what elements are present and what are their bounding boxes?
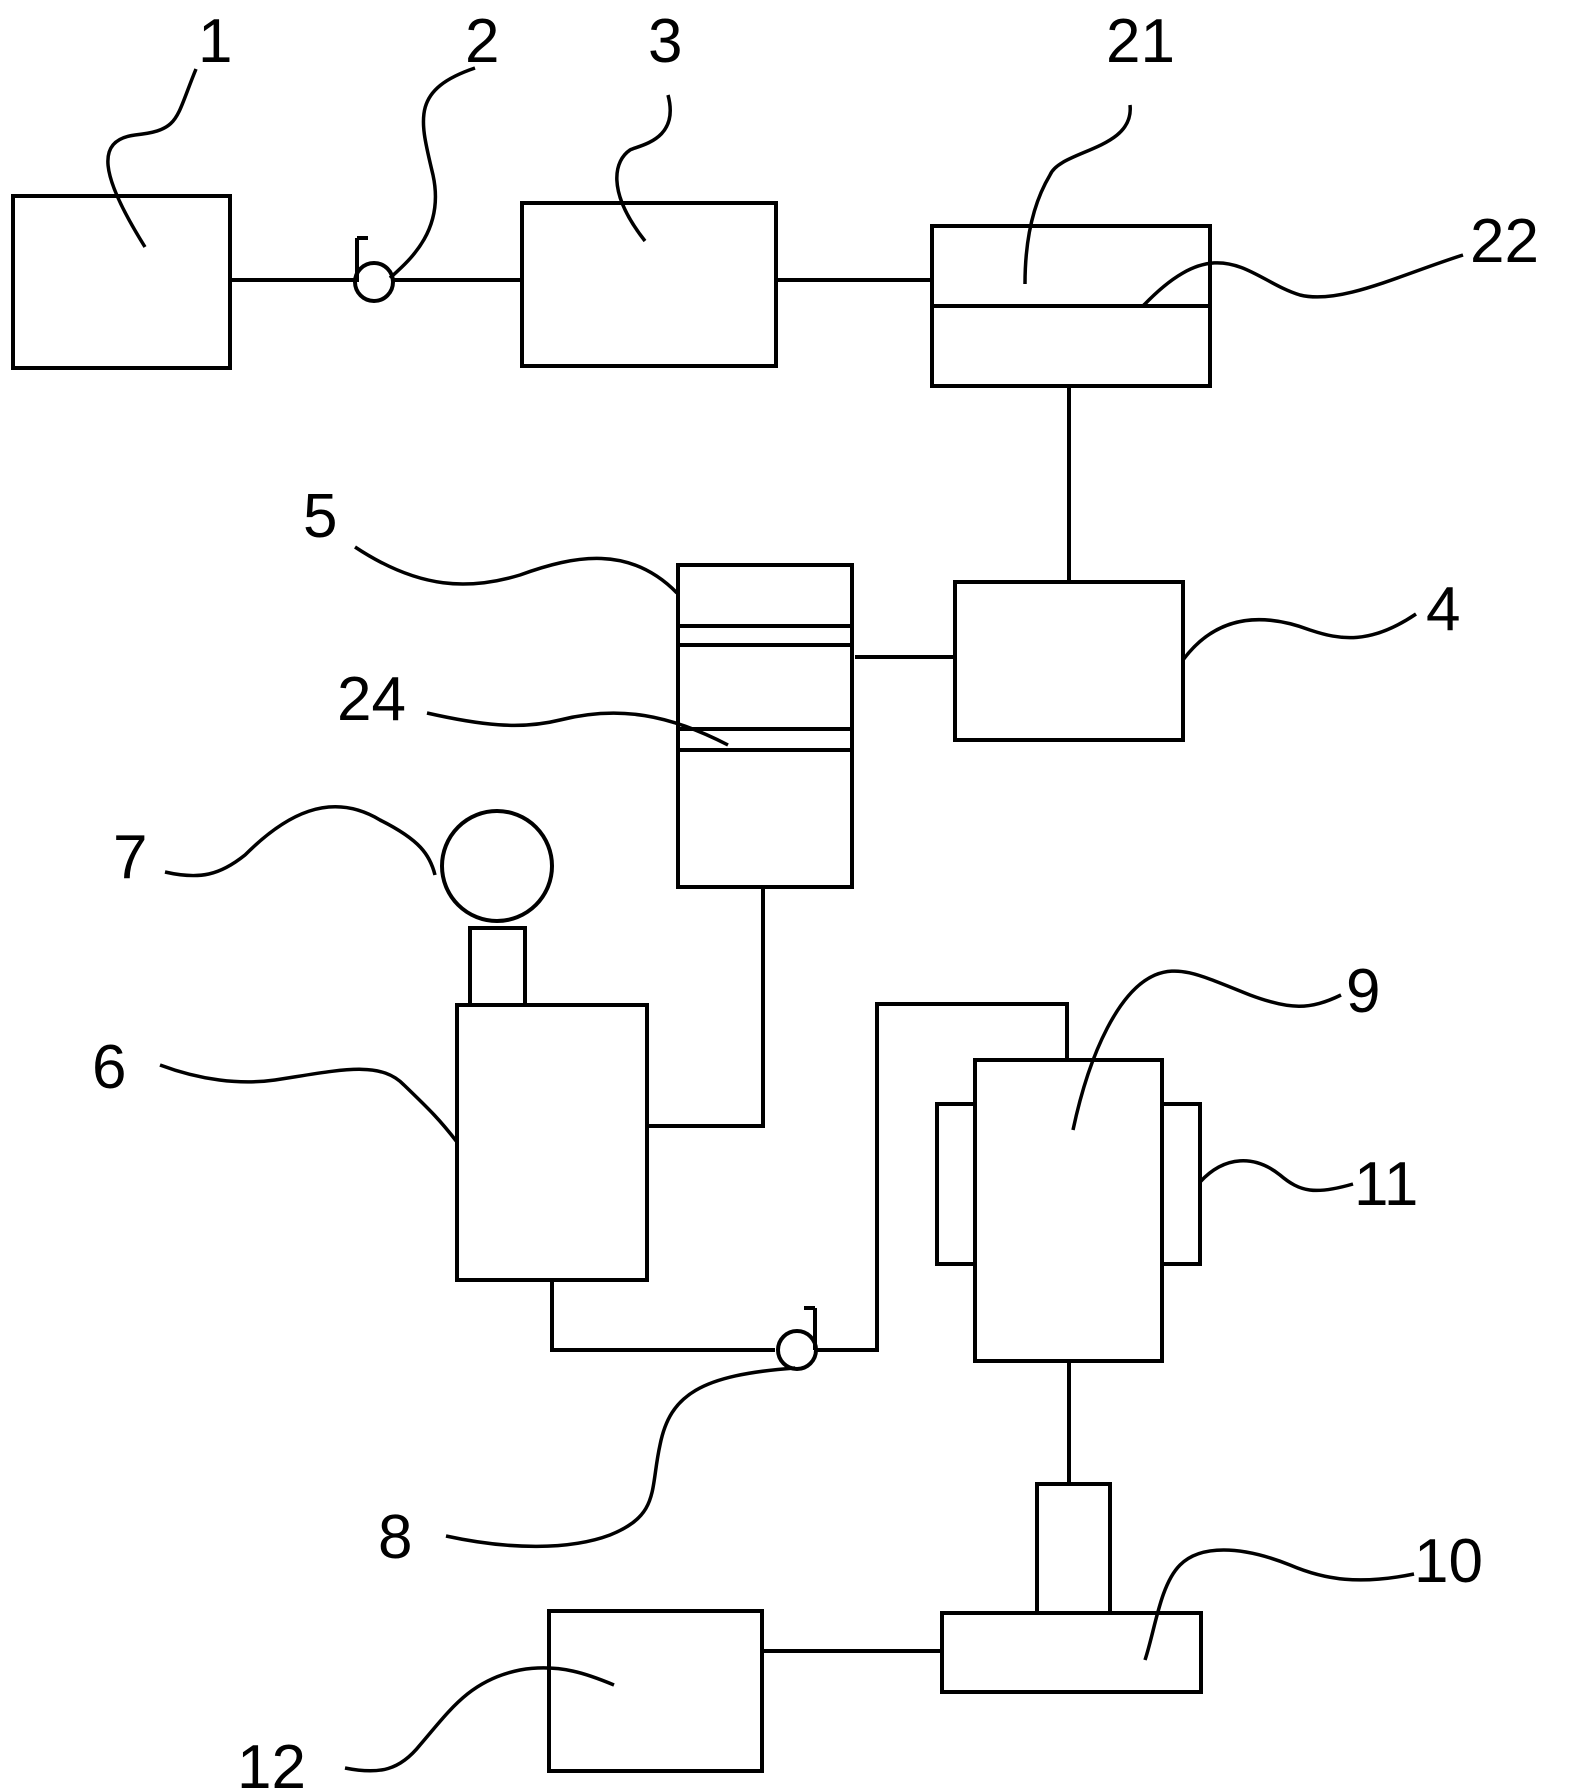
connection-lines [230, 278, 1071, 1653]
leader-12 [344, 1666, 615, 1773]
leader-1 [106, 68, 198, 248]
label-4: 4 [1426, 575, 1460, 644]
component-10-post [1035, 1482, 1112, 1615]
label-21: 21 [1106, 7, 1175, 76]
label-6: 6 [92, 1033, 126, 1102]
leader-8 [445, 1366, 796, 1549]
label-24: 24 [337, 665, 406, 734]
component-11-left-pad [935, 1102, 977, 1266]
component-2-valve [353, 236, 395, 303]
reference-labels: 1 2 3 21 22 5 4 24 7 6 9 11 8 10 12 [92, 7, 1539, 1791]
label-11: 11 [1354, 1150, 1418, 1219]
component-4-box [953, 580, 1185, 742]
leader-24 [426, 711, 729, 747]
wire-8-to-9 [815, 1002, 1069, 1352]
leader-lines [106, 66, 1464, 1773]
label-22: 22 [1470, 207, 1539, 276]
component-9-box [973, 1058, 1164, 1363]
leader-6 [159, 1063, 459, 1144]
leader-2 [388, 66, 476, 280]
label-2: 2 [465, 7, 499, 76]
label-10: 10 [1414, 1527, 1483, 1596]
wire-5-to-6 [647, 887, 765, 1128]
component-12-box [547, 1609, 764, 1773]
leader-21 [1023, 104, 1132, 285]
valve-8-body [776, 1329, 818, 1371]
component-10-base [940, 1611, 1203, 1694]
label-1: 1 [198, 7, 232, 76]
label-12: 12 [237, 1733, 306, 1791]
label-5: 5 [303, 482, 337, 551]
leader-11 [1198, 1159, 1354, 1193]
leader-9 [1071, 969, 1342, 1131]
component-11-right-pad [1160, 1102, 1202, 1266]
component-8-valve [776, 1306, 818, 1371]
component-7-sphere [440, 809, 554, 923]
label-9: 9 [1346, 957, 1380, 1026]
leader-4 [1181, 612, 1417, 662]
component-7-neck [468, 926, 527, 1007]
label-8: 8 [378, 1503, 412, 1572]
component-5-box [676, 563, 854, 889]
wire-6-to-8 [550, 1280, 775, 1352]
components [11, 194, 1212, 1773]
leader-3 [615, 94, 672, 243]
label-7: 7 [113, 823, 147, 892]
leader-22 [1141, 253, 1464, 308]
valve-2-body [353, 261, 395, 303]
component-6-box [455, 1003, 649, 1282]
label-3: 3 [648, 7, 682, 76]
leader-5 [354, 545, 679, 595]
leader-10 [1143, 1548, 1415, 1661]
leader-7 [164, 805, 437, 878]
component-1-box [11, 194, 232, 370]
component-3-box [520, 201, 778, 368]
